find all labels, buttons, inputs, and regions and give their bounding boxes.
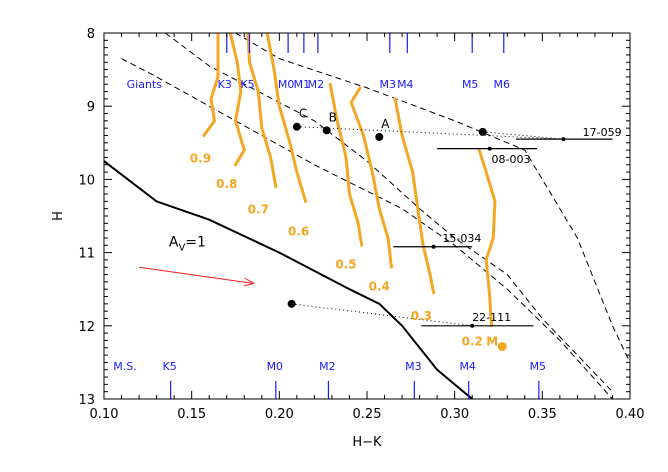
observed-point-22-111 — [287, 299, 296, 308]
giant-type-label: M5 — [462, 78, 479, 91]
isochrone-line-1 — [165, 33, 613, 393]
av-label-subscript: V — [178, 243, 185, 254]
x-tick-label: 0.15 — [177, 407, 206, 422]
mass-label: 0.5 — [335, 258, 356, 272]
x-tick-label: 0.20 — [265, 407, 294, 422]
dotted-link-17-059 — [482, 131, 564, 140]
x-tick-label: 0.35 — [528, 407, 557, 422]
mass-label: 0.2 — [462, 334, 483, 348]
isochrone-lines — [104, 33, 630, 399]
ms-type-label: M2 — [319, 360, 336, 373]
mass-label: 0.3 — [411, 309, 432, 323]
model-point-15-034 — [431, 244, 436, 249]
y-tick-label: 11 — [78, 247, 95, 262]
y-tick-label: 12 — [78, 320, 95, 335]
mass-track-0.7 — [246, 33, 278, 189]
main-sequence-line — [104, 160, 473, 399]
model-point-17-059 — [561, 137, 566, 142]
mass-track-0.2 — [477, 148, 497, 328]
main-sequence-tick-marks — [170, 381, 540, 399]
ms-type-label: M4 — [459, 360, 476, 373]
x-tick-label: 0.25 — [353, 407, 382, 422]
x-axis-label: H−K — [352, 435, 382, 450]
av-label-a: A — [169, 235, 179, 251]
ms-type-label: M0 — [267, 360, 284, 373]
giant-type-label: M0 — [278, 78, 295, 91]
giant-type-label: K3 — [218, 78, 232, 91]
source-label: 08-003 — [491, 153, 530, 166]
y-tick-label: 13 — [78, 393, 95, 408]
giant-type-label: M4 — [397, 78, 414, 91]
isochrone-line-3 — [235, 33, 630, 363]
giants-label: Giants — [127, 78, 163, 91]
mass-track-0.9 — [202, 33, 220, 137]
ms-type-label: M5 — [530, 360, 547, 373]
point-label: B — [329, 110, 337, 124]
mass-label: 0.6 — [288, 225, 309, 239]
mass-unit-label: M — [486, 334, 498, 348]
ms-type-label: K5 — [163, 360, 177, 373]
mass-label: 0.4 — [369, 280, 390, 294]
y-axis-label: H — [51, 211, 66, 221]
y-tick-label: 8 — [87, 27, 95, 42]
giant-type-label: M3 — [380, 78, 397, 91]
observed-point-17-059 — [478, 127, 487, 136]
y-tick-label: 10 — [78, 173, 95, 188]
source-label: 17-059 — [583, 126, 622, 139]
source-label: 22-111 — [472, 311, 511, 324]
y-tick-label: 9 — [87, 100, 95, 115]
giant-type-label: M1 — [294, 78, 311, 91]
point-label: A — [381, 117, 390, 131]
isochrone-line-2 — [121, 58, 613, 399]
mass-label: 0.9 — [190, 151, 211, 165]
mass-track-0.6 — [265, 33, 308, 203]
solar-symbol — [497, 341, 507, 351]
giant-type-label: M2 — [308, 78, 325, 91]
mass-track-0.5 — [328, 82, 364, 247]
dotted-link-abc — [296, 126, 564, 140]
point-label: C — [299, 107, 307, 121]
av-label: AV=1 — [169, 235, 206, 254]
ms-type-label: M3 — [405, 360, 422, 373]
model-point-08-003 — [487, 146, 492, 151]
mass-label: 0.8 — [216, 177, 237, 191]
mass-track-0.8 — [228, 33, 246, 167]
labeled-point-B — [322, 126, 331, 135]
source-label: 15-034 — [442, 232, 481, 245]
x-tick-label: 0.30 — [440, 407, 469, 422]
labeled-point-A — [375, 132, 384, 141]
axes: 0.10 0.15 0.20 0.25 0.30 0.35 0.40 8 9 10 11 12 13 — [78, 27, 644, 422]
mass-track-0.4 — [349, 86, 393, 269]
mass-track-0.3 — [393, 97, 436, 295]
giant-type-label: K5 — [240, 78, 254, 91]
model-point-22-111 — [470, 323, 475, 328]
mass-tracks — [202, 33, 497, 328]
x-tick-label: 0.10 — [90, 407, 119, 422]
x-tick-label: 0.40 — [616, 407, 645, 422]
sources — [287, 122, 613, 328]
av-label-value: =1 — [185, 235, 206, 251]
giant-type-label: M6 — [494, 78, 511, 91]
ms-label: M.S. — [113, 360, 136, 373]
reddening-vector-arrow — [138, 266, 253, 283]
mass-label: 0.7 — [248, 203, 269, 217]
